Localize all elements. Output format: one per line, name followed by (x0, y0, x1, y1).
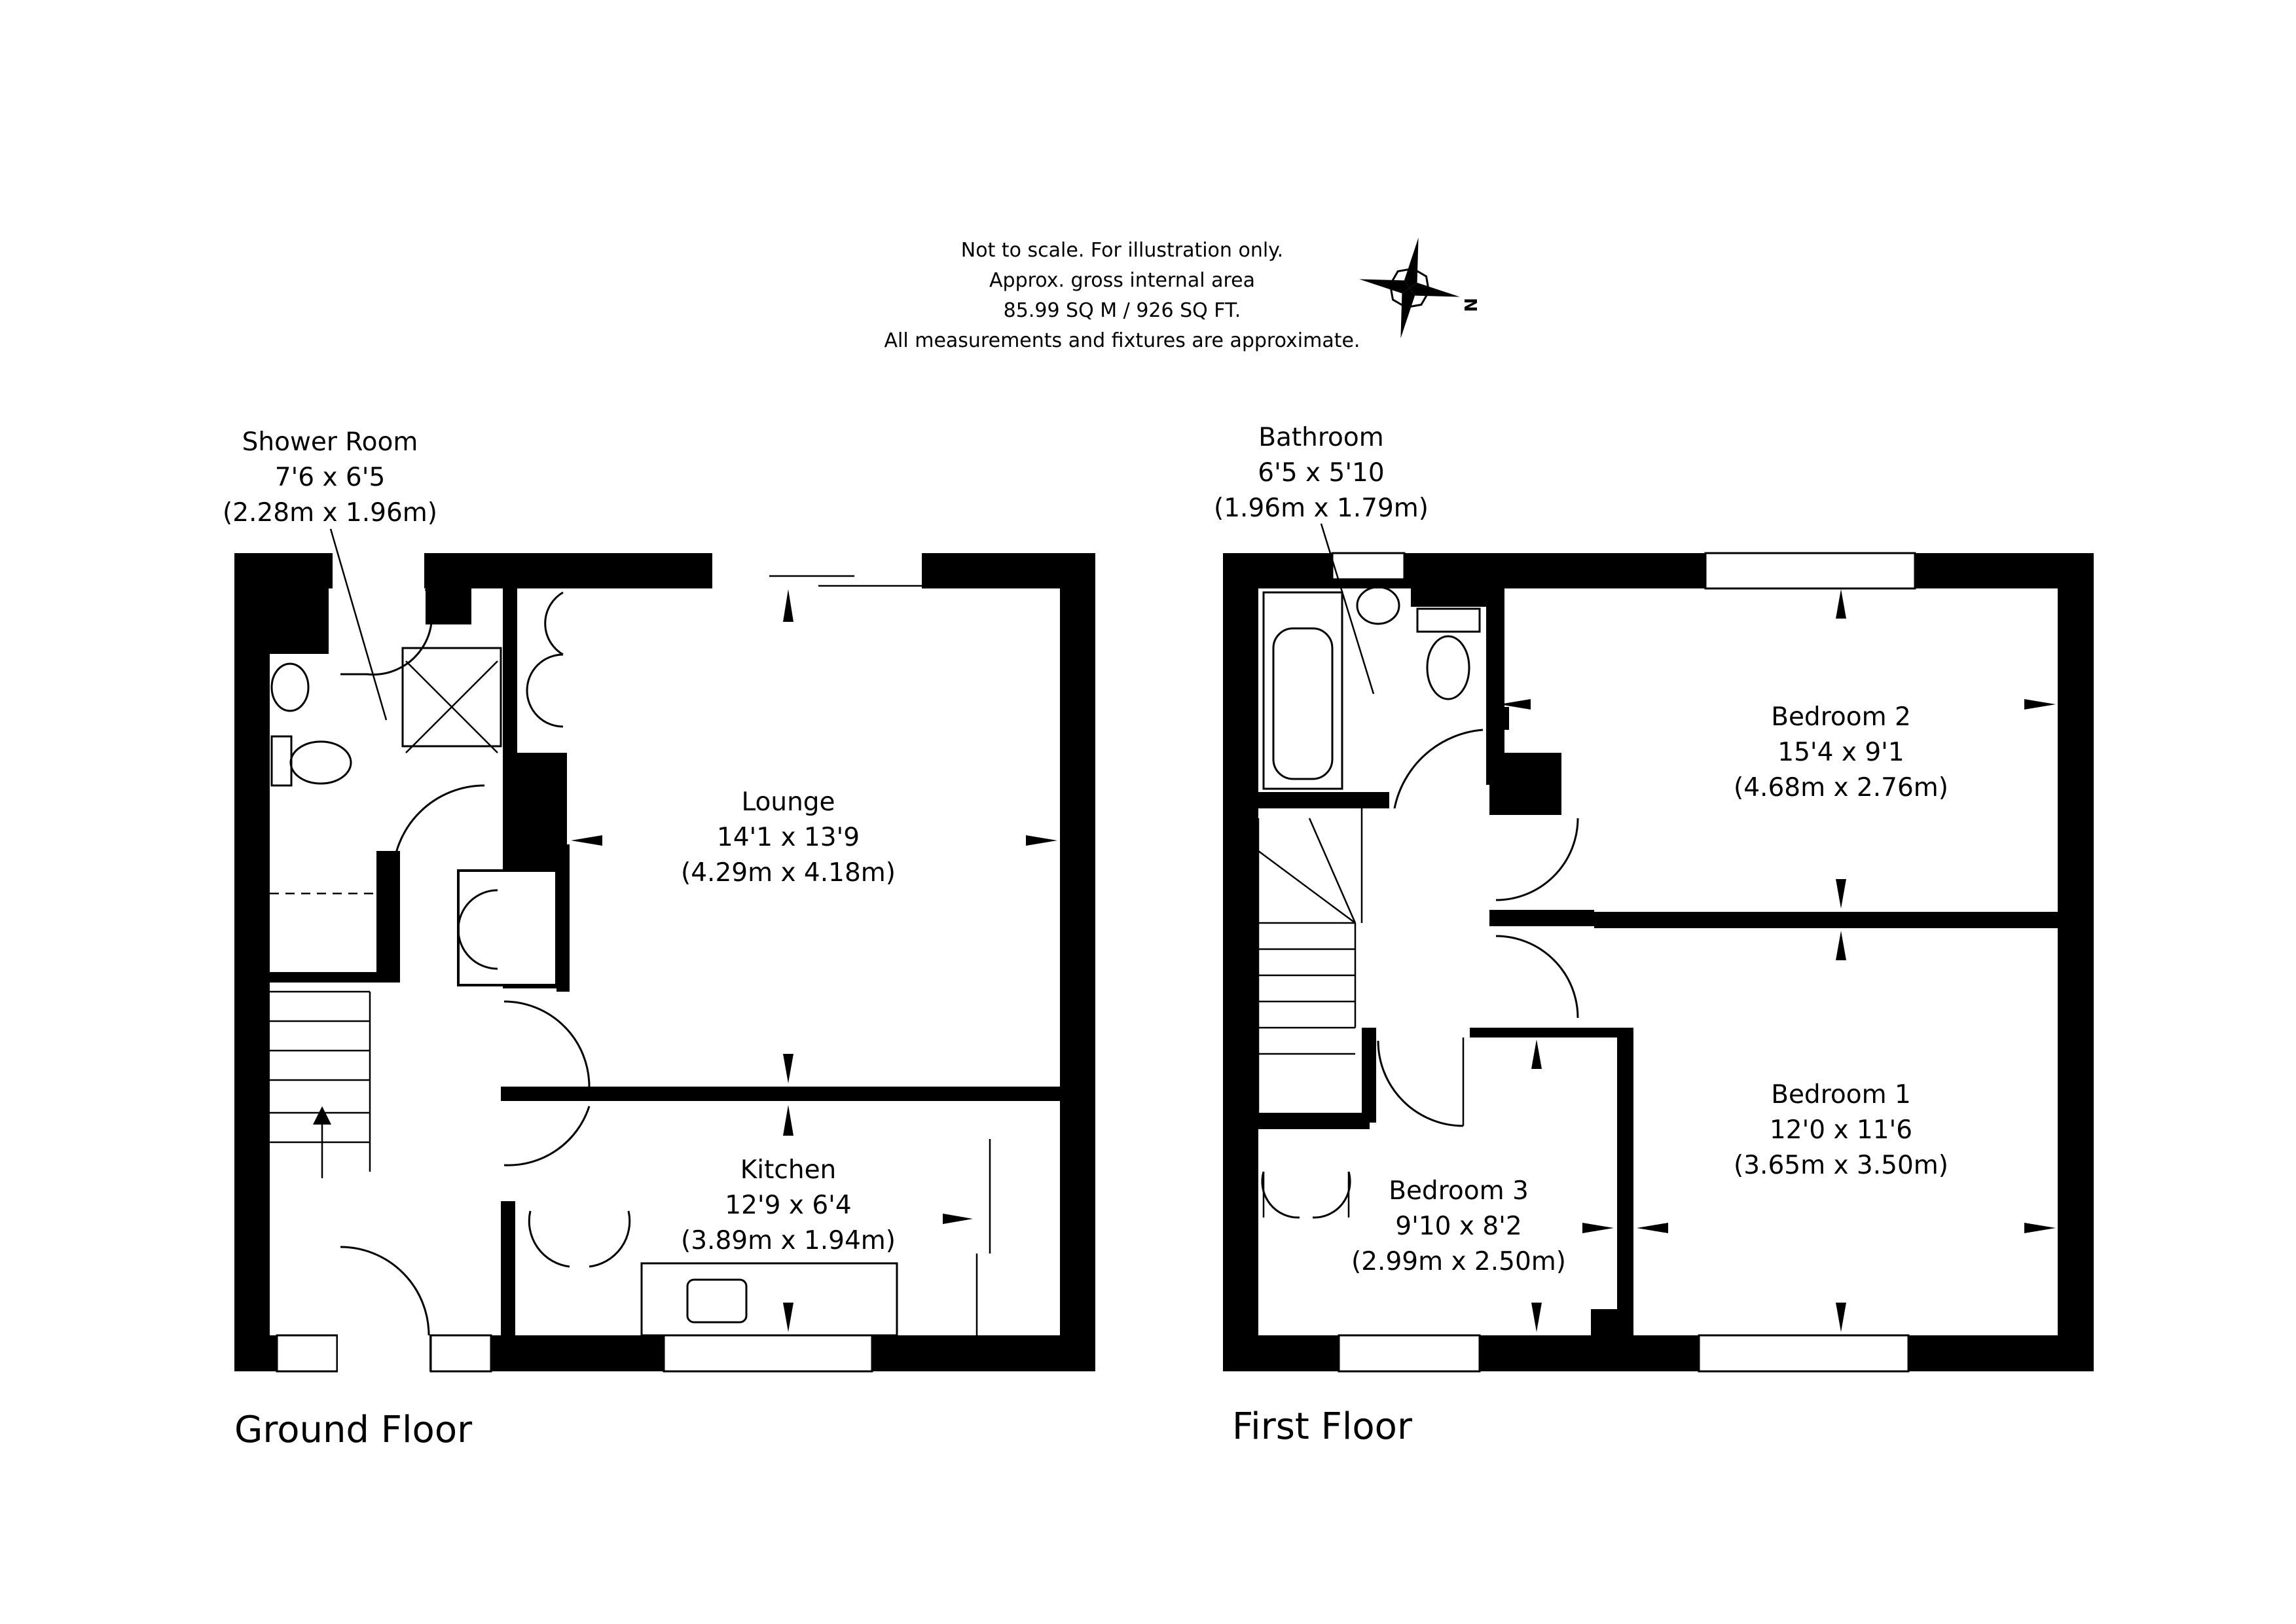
room-bedroom-1: Bedroom 1 12'0 x 11'6 (3.65m x 3.50m) (1734, 1080, 1948, 1180)
ff-bathtub (1262, 591, 1343, 790)
room-kitchen: Kitchen 12'9 x 6'4 (3.89m x 1.94m) (681, 1155, 896, 1255)
note-line-4: All measurements and fixtures are approx… (884, 329, 1360, 352)
note-line-2: Approx. gross internal area (989, 269, 1255, 292)
gf-wc-cistern (270, 735, 293, 787)
gf-basin (270, 662, 310, 712)
room-bedroom-2: Bedroom 2 15'4 x 9'1 (4.68m x 2.76m) (1734, 702, 1948, 803)
gf-door-cupboard-1 (544, 591, 564, 656)
gf-sink (686, 1278, 748, 1324)
disclaimer-notes: Not to scale. For illustration only. App… (884, 239, 1360, 352)
ff-basin (1356, 586, 1400, 625)
gf-door-hall (392, 784, 485, 878)
room-lounge: Lounge 14'1 x 13'9 (4.29m x 4.18m) (681, 787, 896, 888)
first-floor-title: First Floor (1232, 1405, 1413, 1448)
ff-door-bath (1393, 729, 1484, 809)
ff-wall-bath-south (1258, 792, 1389, 808)
compass-rose-icon (1359, 238, 1460, 338)
gf-wall-lounge-kitchen (501, 1087, 1064, 1101)
room-imperial: 15'4 x 9'1 (1777, 738, 1904, 767)
gf-worktop (640, 1262, 898, 1337)
gf-door-kitchen (503, 1106, 591, 1166)
room-name: Shower Room (242, 427, 418, 457)
ff-wall-bed2-bed1 (1489, 910, 1594, 926)
ff-wall-east (2058, 553, 2094, 1371)
gf-wall-east (1060, 553, 1095, 1371)
room-bedroom-3: Bedroom 3 9'10 x 8'2 (2.99m x 2.50m) (1351, 1176, 1566, 1276)
room-imperial: 14'1 x 13'9 (717, 823, 860, 852)
gf-wall-north-mid (424, 553, 712, 588)
room-name: Kitchen (740, 1155, 837, 1185)
room-imperial: 12'9 x 6'4 (725, 1191, 851, 1220)
gf-wall-block (270, 588, 329, 654)
gf-wall-lounge-pier (503, 753, 567, 864)
room-imperial: 12'0 x 11'6 (1770, 1115, 1912, 1145)
ff-window-bed1 (1698, 1334, 1910, 1373)
ground-floor-plan (234, 553, 1095, 1373)
gf-wall-shower-south (270, 972, 400, 983)
room-imperial: 6'5 x 5'10 (1258, 458, 1384, 488)
gf-wall-block-2 (426, 588, 471, 624)
gf-wall-cupboard-east (556, 844, 570, 992)
room-metric: (3.65m x 3.50m) (1734, 1151, 1948, 1180)
room-metric: (2.99m x 2.50m) (1351, 1247, 1566, 1276)
room-metric: (1.96m x 1.79m) (1214, 494, 1429, 523)
gf-stairs (270, 990, 371, 1178)
ff-door-bed2 (1495, 818, 1579, 901)
ff-window-bed2 (1704, 552, 1916, 590)
room-metric: (2.28m x 1.96m) (223, 498, 437, 528)
ff-wall-landing (1258, 1113, 1370, 1123)
room-imperial: 9'10 x 8'2 (1395, 1212, 1522, 1241)
room-metric: (4.68m x 2.76m) (1734, 773, 1948, 803)
gf-wall-west (234, 553, 270, 1371)
room-metric: (3.89m x 1.94m) (681, 1226, 896, 1255)
ground-floor-title: Ground Floor (234, 1409, 473, 1451)
gf-wall-kitchen-west (501, 1201, 515, 1335)
ff-wc-cistern (1416, 607, 1481, 633)
room-name: Bedroom 2 (1771, 702, 1911, 732)
room-name: Bedroom 3 (1389, 1176, 1529, 1206)
gf-front-door-gap (338, 1333, 429, 1373)
ff-wall-west (1223, 553, 1258, 1371)
room-bathroom: Bathroom 6'5 x 5'10 (1.96m x 1.79m) (1214, 423, 1429, 695)
room-imperial: 7'6 x 6'5 (275, 463, 386, 492)
gf-wall-north-left (234, 553, 333, 588)
note-line-3: 85.99 SQ M / 926 SQ FT. (1004, 299, 1241, 322)
note-line-1: Not to scale. For illustration only. (961, 239, 1283, 262)
gf-wall-shower-east (376, 851, 400, 982)
room-name: Lounge (741, 787, 835, 817)
ff-wall-bed3-bed1 (1617, 1028, 1633, 1339)
room-name: Bathroom (1258, 423, 1384, 452)
gf-window-1 (276, 1334, 338, 1373)
gf-door-shower (340, 588, 433, 676)
ff-stairs (1257, 805, 1363, 1113)
ff-window-bed3 (1338, 1334, 1481, 1373)
gf-cupboard (457, 869, 558, 986)
compass-north-letter: N (1460, 298, 1480, 312)
ff-door-bed3 (1377, 1040, 1464, 1127)
gf-front-door (340, 1246, 430, 1336)
gf-window-kitchen (663, 1334, 873, 1373)
room-shower-room: Shower Room 7'6 x 6'5 (2.28m x 1.96m) (223, 427, 437, 721)
gf-door-lounge (503, 1000, 591, 1087)
gf-window-2 (429, 1334, 492, 1373)
ff-window-bath (1331, 552, 1406, 581)
ff-door-bed1 (1495, 935, 1579, 1019)
room-metric: (4.29m x 4.18m) (681, 858, 896, 888)
room-name: Bedroom 1 (1771, 1080, 1911, 1110)
first-floor-plan (1223, 552, 2094, 1373)
